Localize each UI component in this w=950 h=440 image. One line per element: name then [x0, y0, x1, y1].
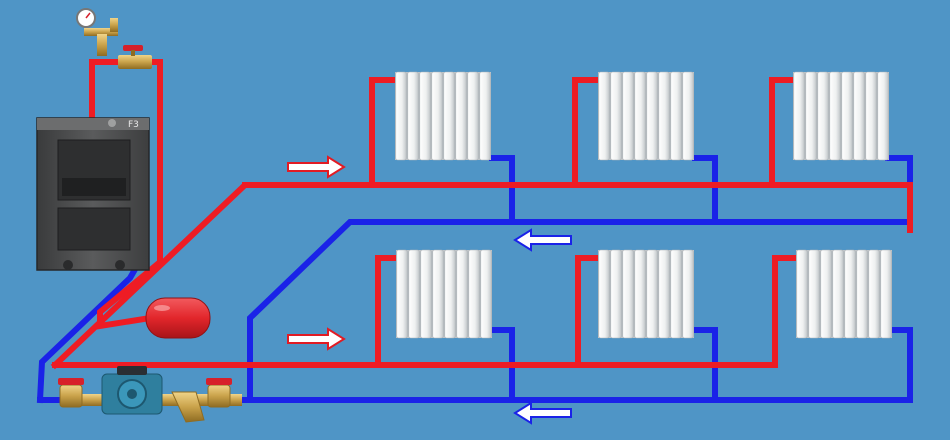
- radiator-icon: [598, 249, 694, 339]
- flow-arrow-icon: [287, 327, 346, 351]
- upper-return-collector: [247, 155, 913, 403]
- lower-return-riser-1: [489, 327, 515, 403]
- upper-supply-riser-1: [369, 77, 400, 188]
- radiator-icon: [793, 71, 889, 161]
- lower-supply-main: [52, 255, 801, 368]
- radiator-icon: [796, 249, 892, 339]
- radiator-icon: [598, 71, 694, 161]
- lower-supply-riser-2: [575, 255, 603, 368]
- flow-arrow-icon: [513, 228, 572, 252]
- flow-arrow-icon: [513, 401, 572, 425]
- pump-group: [58, 366, 242, 423]
- boiler-label: F3: [128, 120, 139, 130]
- radiator-icon: [396, 249, 492, 339]
- ball-valve-icon: [118, 45, 152, 69]
- supply-pipes: [50, 59, 913, 370]
- strainer-icon: [171, 391, 205, 423]
- lower-supply-riser-1: [375, 255, 401, 368]
- ball-valve-icon: [58, 378, 84, 408]
- ball-valve-icon: [206, 378, 232, 408]
- upper-supply-riser-2: [572, 77, 603, 188]
- boiler-icon: F3: [36, 117, 150, 271]
- flow-arrows: [287, 155, 572, 425]
- radiators: [395, 71, 892, 339]
- radiator-icon: [395, 71, 491, 161]
- expansion-tank-icon: [145, 297, 211, 339]
- flow-arrow-icon: [287, 155, 346, 179]
- lower-return-riser-3: [885, 327, 913, 403]
- circulation-pump-icon: [101, 366, 163, 415]
- upper-return-riser-1: [489, 155, 515, 225]
- safety-group: [76, 8, 118, 56]
- upper-return-riser-2: [692, 155, 718, 225]
- lower-return-riser-2: [692, 327, 718, 403]
